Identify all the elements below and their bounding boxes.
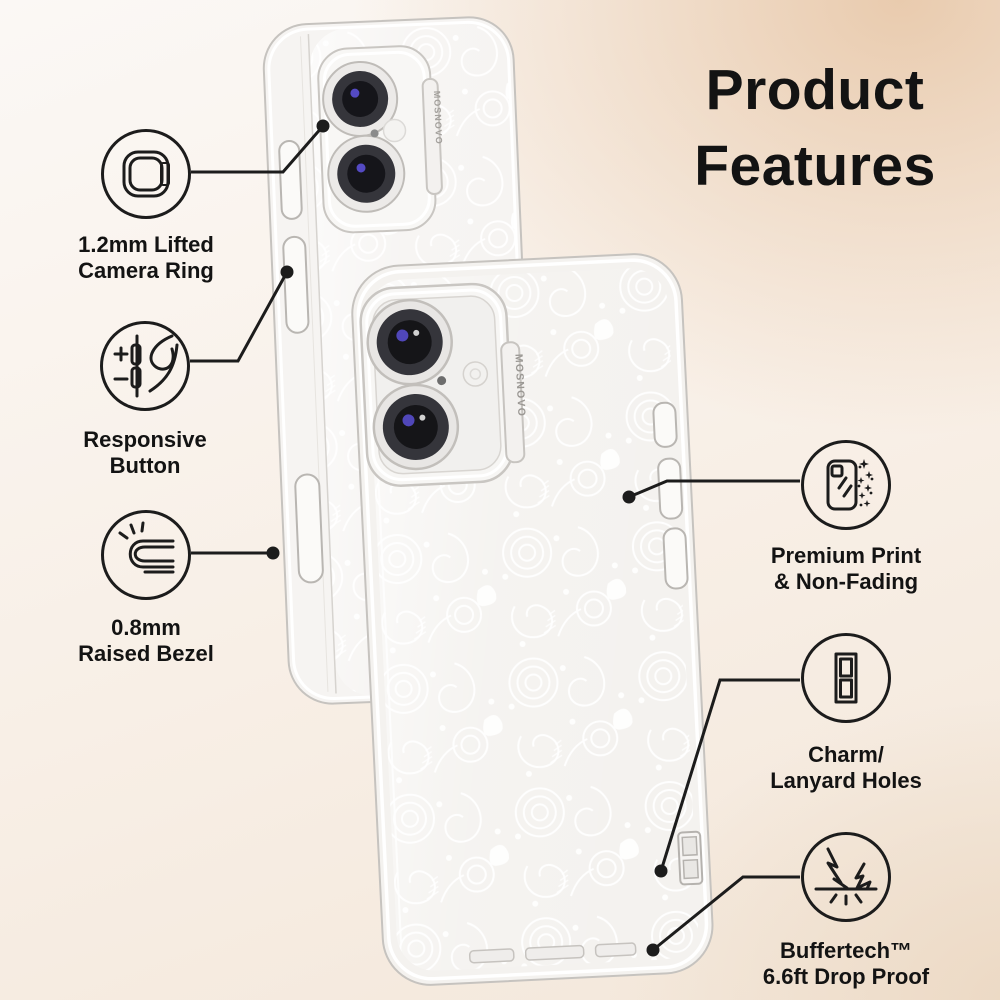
- mic-ring: [462, 361, 489, 387]
- camera-module-front: MOSNOVO: [359, 282, 527, 487]
- connector-charm-lanyard: [654, 678, 800, 878]
- camera-lens: [372, 383, 460, 471]
- camera-lens: [327, 134, 406, 213]
- connector-camera-ring: [191, 119, 330, 174]
- connector-raised-bezel: [191, 546, 280, 560]
- brand-text-vertical: MOSNOVO: [512, 354, 527, 418]
- kickstand-tab: [500, 341, 526, 464]
- drop-impact-icon: [801, 832, 891, 922]
- connector-drop-proof: [646, 875, 800, 957]
- page-title-line2: Features: [694, 134, 936, 198]
- raised-bezel-icon: [101, 510, 191, 600]
- page-title: Product Features: [650, 52, 980, 204]
- lanyard-holes: [677, 830, 704, 886]
- brand-text-vertical: MOSNOVO: [432, 91, 444, 145]
- lanyard-holes-icon: [801, 633, 891, 723]
- connector-premium-print: [622, 479, 800, 504]
- connector-dot: [646, 943, 660, 957]
- camera-ring-icon: [101, 129, 191, 219]
- side-buttons: [278, 139, 324, 584]
- feature-label: Premium Print& Non-Fading: [770, 543, 922, 594]
- feature-label: Charm/Lanyard Holes: [770, 742, 922, 793]
- connector-dot: [316, 119, 330, 133]
- connector-responsive-button: [190, 265, 294, 363]
- camera-lens: [322, 60, 399, 137]
- side-buttons: [652, 401, 689, 590]
- volume-button-icon: [100, 321, 190, 411]
- flash-dot: [370, 129, 379, 138]
- camera-lens: [366, 298, 453, 386]
- connector-dot: [280, 265, 294, 279]
- connector-dot: [266, 546, 280, 560]
- kickstand-tab: [421, 77, 443, 195]
- connector-dot: [622, 490, 636, 504]
- mic-ring: [382, 118, 407, 143]
- connector-dot: [654, 864, 668, 878]
- page-title-line1: Product: [705, 58, 925, 122]
- phone-case-front-view: MOSNOVO: [351, 253, 714, 986]
- flash-dot: [437, 376, 447, 386]
- camera-module-back: MOSNOVO: [317, 45, 444, 234]
- sparkle-case-icon: [801, 440, 891, 530]
- bottom-ports: [468, 942, 637, 964]
